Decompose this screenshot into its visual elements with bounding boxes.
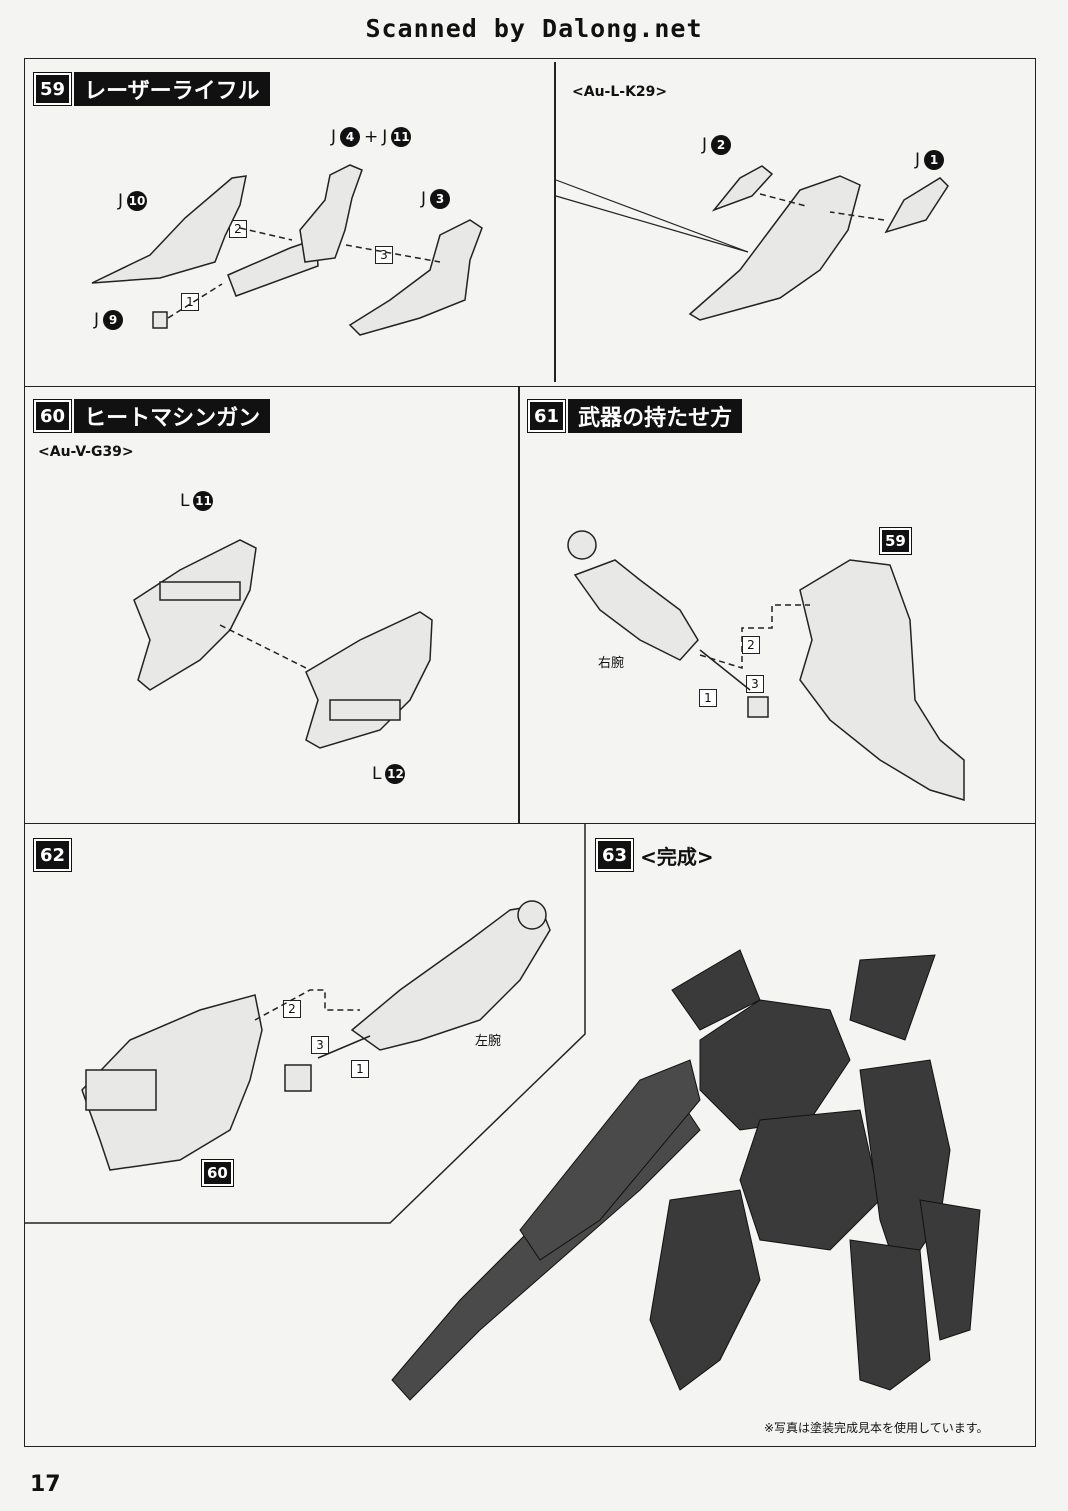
order-box: 2	[742, 636, 760, 654]
order-box: 3	[746, 675, 764, 693]
step-reference-tag: 60	[201, 1159, 234, 1187]
part-number-icon: 11	[193, 491, 214, 511]
panel-step-60	[24, 386, 520, 824]
part-number-icon: 12	[385, 764, 406, 784]
step-62-header: 62	[32, 838, 73, 872]
panel-step-62-frame	[24, 823, 1036, 1447]
part-number-icon: 11	[391, 127, 412, 147]
part-number-icon: 9	[103, 310, 124, 330]
order-box: 1	[699, 689, 717, 707]
footnote: ※写真は塗装完成見本を使用しています。	[764, 1421, 989, 1435]
step-title: <完成>	[640, 844, 714, 869]
part-number-icon: 10	[127, 191, 148, 211]
order-box: 3	[311, 1036, 329, 1054]
step-number: 63	[594, 838, 635, 872]
step-61-header: 61 武器の持たせ方	[526, 399, 743, 433]
order-box: 1	[351, 1060, 369, 1078]
arm-label: 左腕	[475, 1034, 502, 1049]
variant-code: <Au-V-G39>	[38, 444, 134, 460]
step-63-header: 63 <完成>	[594, 838, 718, 872]
part-number-icon: 1	[924, 150, 945, 170]
step-number: 59	[32, 72, 73, 106]
step-60-header: 60 ヒートマシンガン	[32, 399, 271, 433]
step-title: 武器の持たせ方	[568, 399, 743, 433]
page-number: 17	[30, 1472, 61, 1497]
part-number-icon: 4	[340, 127, 361, 147]
step-number: 60	[32, 399, 73, 433]
scan-credit: Scanned by Dalong.net	[365, 14, 703, 43]
step-number: 61	[526, 399, 567, 433]
variant-code: <Au-L-K29>	[572, 84, 668, 100]
panel-step-61	[518, 386, 1036, 824]
step-reference-tag: 59	[879, 527, 912, 555]
step-59-header: 59 レーザーライフル	[32, 72, 270, 106]
step-number: 62	[32, 838, 73, 872]
divider-59	[554, 62, 556, 382]
part-number-icon: 2	[711, 135, 732, 155]
part-number-icon: 3	[430, 189, 451, 209]
order-box: 2	[229, 220, 247, 238]
step-title: ヒートマシンガン	[74, 399, 271, 433]
arm-label: 右腕	[598, 656, 625, 671]
step-title: レーザーライフル	[74, 72, 270, 106]
